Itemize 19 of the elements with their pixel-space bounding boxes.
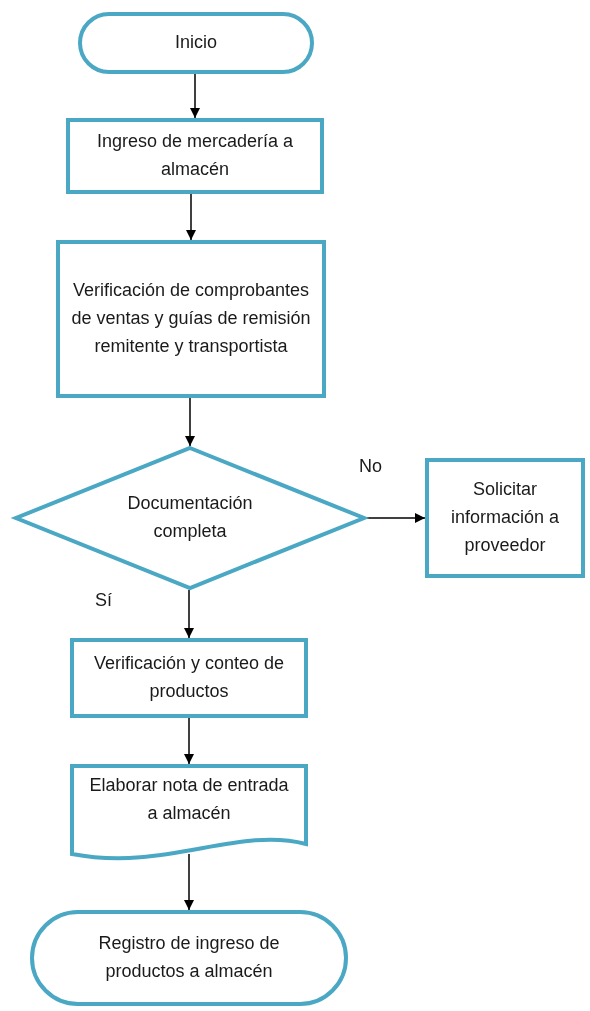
arrow <box>183 717 195 765</box>
process-box <box>66 118 324 194</box>
arrow <box>183 589 195 639</box>
process-box <box>425 458 585 578</box>
node-text: Ingreso de mercadería a almacén <box>95 130 295 181</box>
node-text: Verificación de comprobantes de ventas y guías de remisión remitente y transportista <box>70 279 312 358</box>
process-box <box>56 240 326 398</box>
node-text: Elaborar nota de entrada a almacén <box>88 774 290 825</box>
arrow <box>365 512 426 524</box>
arrow <box>189 73 201 119</box>
arrow <box>185 193 197 241</box>
arrow <box>183 853 195 911</box>
node-text: Registro de ingreso de productos a almacén <box>97 932 281 983</box>
node-text: Documentación completa <box>126 492 254 543</box>
arrow <box>184 397 196 447</box>
process-box <box>70 638 308 718</box>
node-text: Verificación y conteo de productos <box>92 652 286 703</box>
node-text: Solicitar información a proveedor <box>449 478 561 557</box>
node-text: Inicio <box>175 31 217 55</box>
